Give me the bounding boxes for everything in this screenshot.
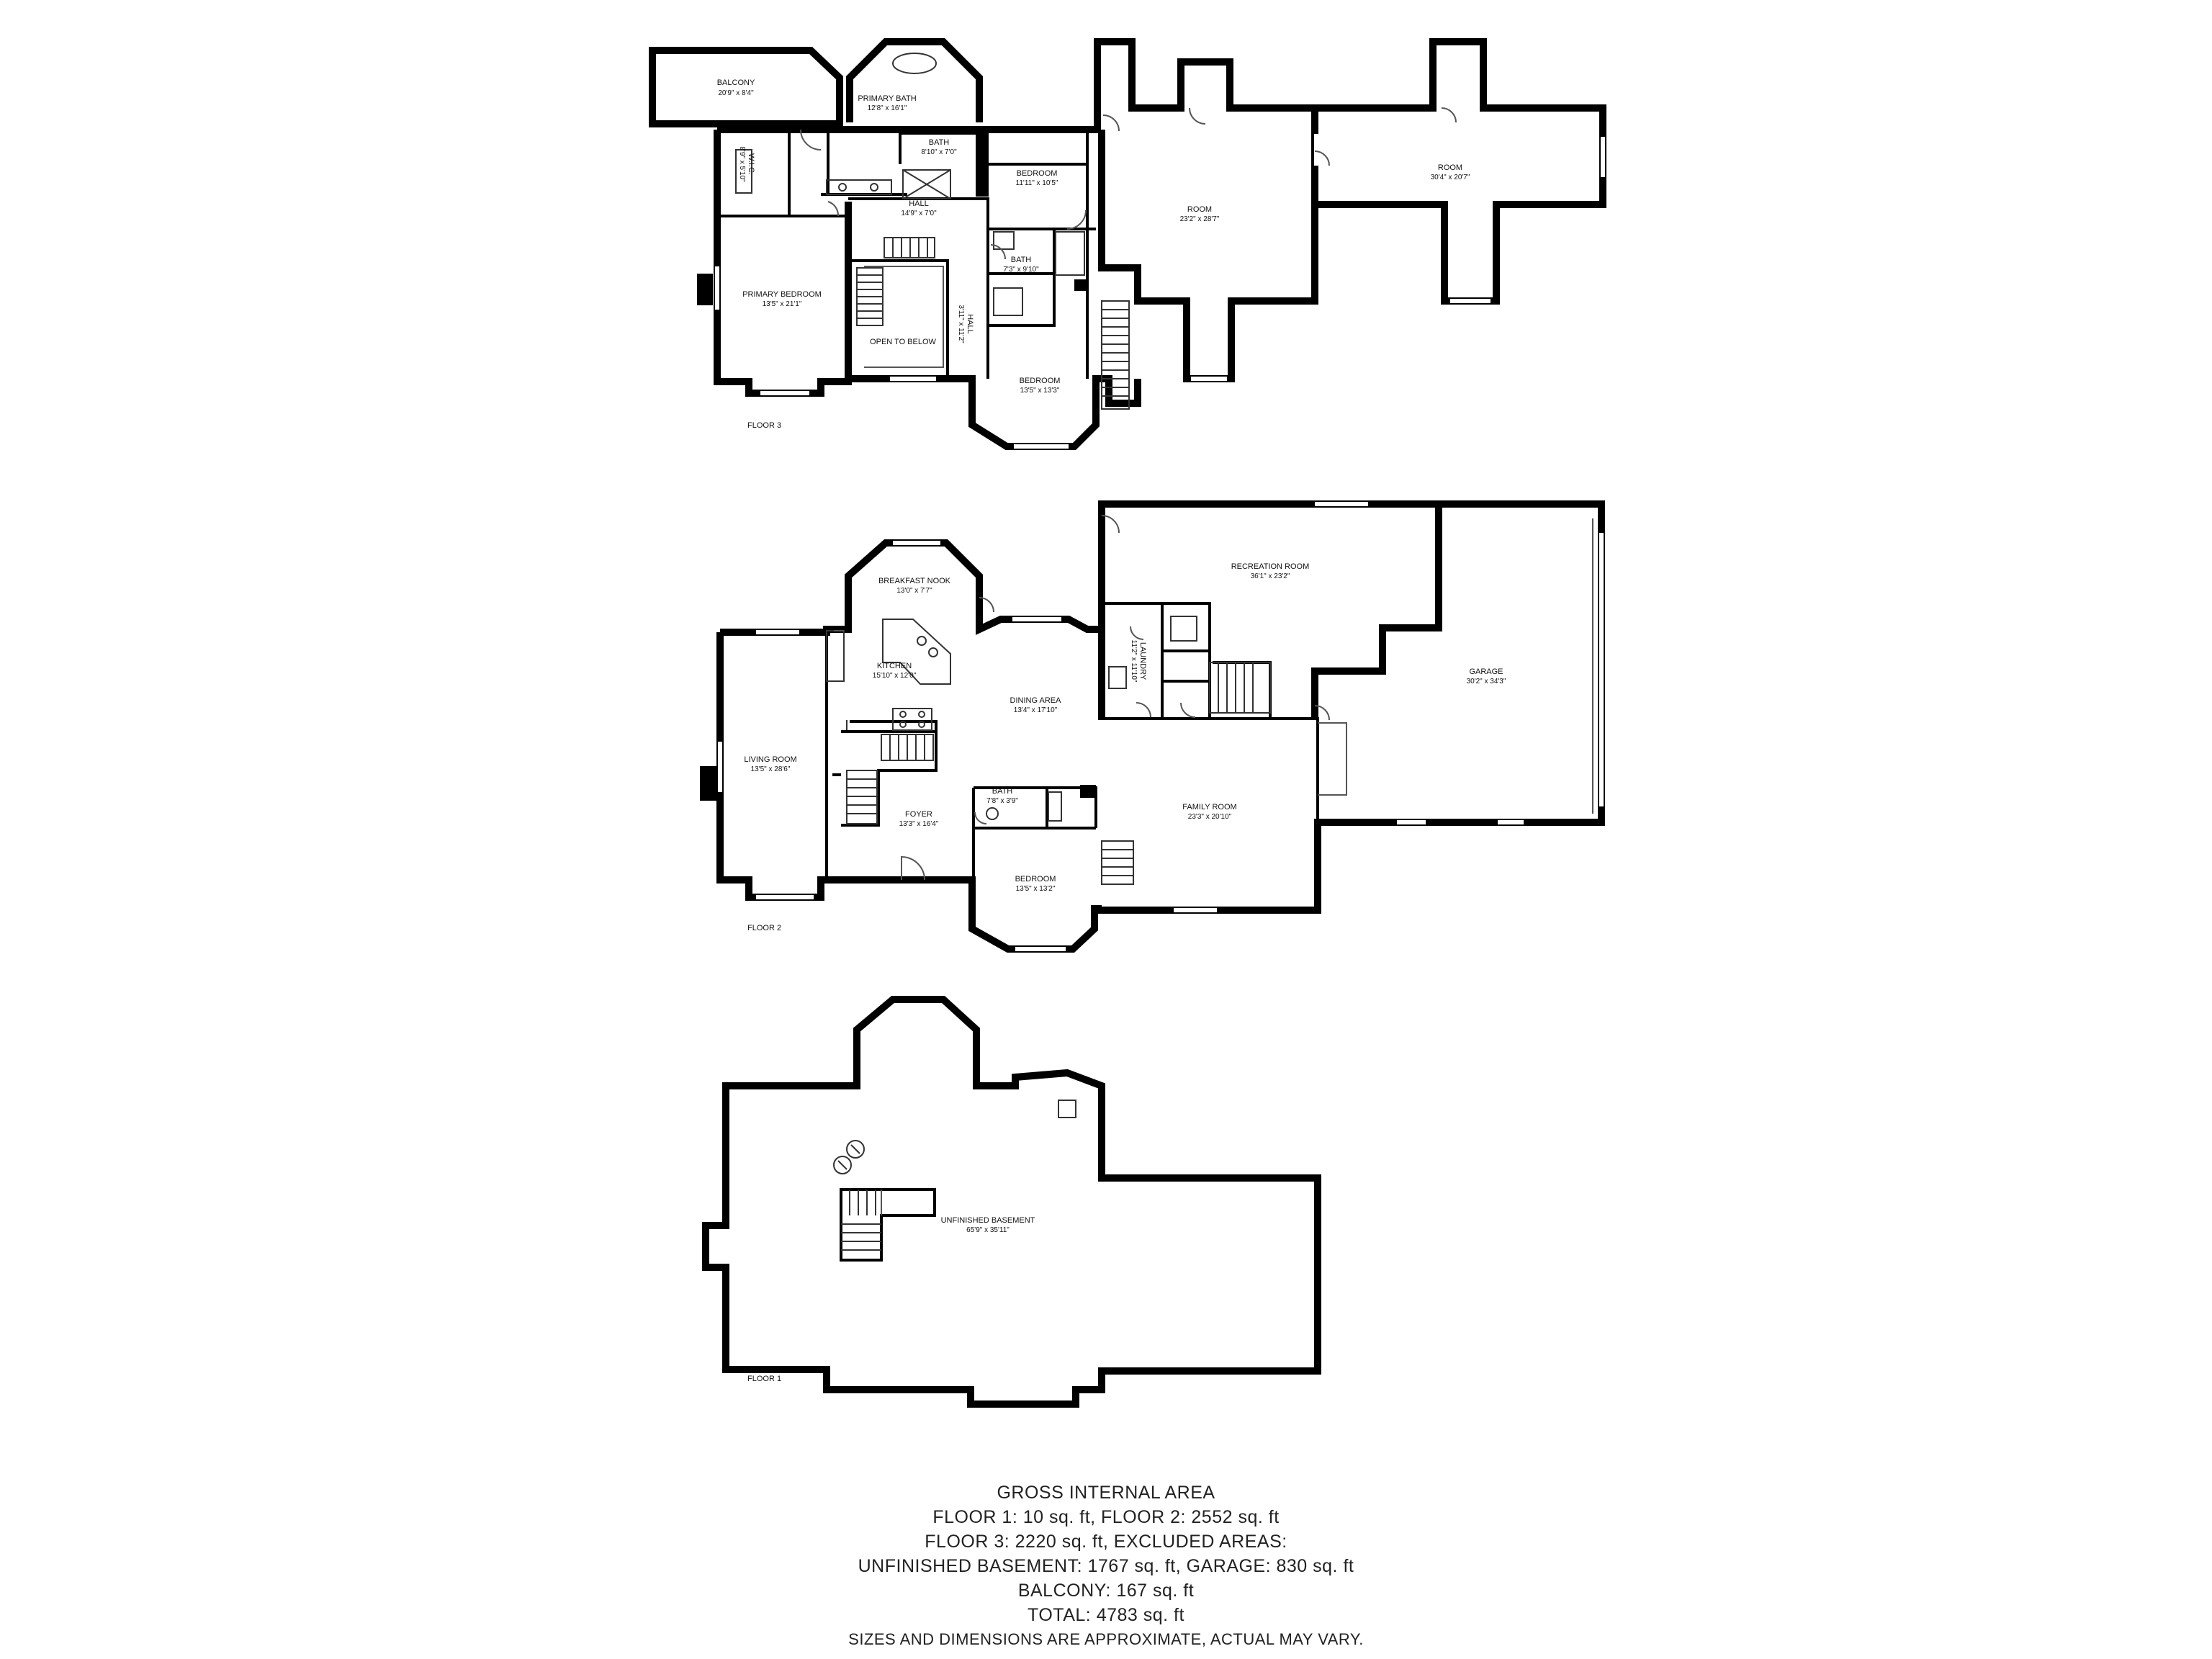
family-room-dim: 23'3" x 20'10"	[1188, 813, 1232, 821]
garage-dim: 30'2" x 34'3"	[1467, 678, 1506, 685]
floor-3-plan: BALCONY 20'9" x 8'4" W.I.C. 8'9" x 5'10"…	[649, 38, 1606, 450]
primary-bedroom-dim: 13'5" x 21'1"	[763, 300, 802, 308]
floor-2-label: FLOOR 2	[747, 924, 781, 932]
bedroom-a-dim: 11'11" x 10'5"	[1016, 179, 1058, 187]
wic-name: W.I.C.	[747, 153, 755, 175]
bath-f2-name: BATH	[992, 787, 1013, 796]
disclaimer-note: SIZES AND DIMENSIONS ARE APPROXIMATE, AC…	[848, 1630, 1364, 1648]
foyer-name: FOYER	[905, 810, 932, 819]
garage-name: GARAGE	[1469, 667, 1503, 676]
open-to-below-name: OPEN TO BELOW	[870, 338, 937, 346]
bath-a-dim: 8'10" x 7'0"	[921, 148, 957, 156]
breakfast-nook-name: BREAKFAST NOOK	[878, 577, 951, 585]
laundry-name: LAUNDRY	[1138, 642, 1147, 680]
area-total: TOTAL: 4783 sq. ft	[1028, 1605, 1184, 1625]
bath-b-name: BATH	[1011, 256, 1032, 264]
primary-bedroom-name: PRIMARY BEDROOM	[742, 290, 822, 299]
kitchen-dim: 15'10" x 12'0"	[873, 672, 917, 680]
breakfast-nook-dim: 13'0" x 7'7"	[896, 587, 932, 595]
bedroom-a-name: BEDROOM	[1017, 169, 1058, 178]
bath-f2-dim: 7'8" x 3'9"	[986, 797, 1018, 805]
bath-b-dim: 7'3" x 9'10"	[1003, 266, 1039, 274]
unfinished-basement-dim: 65'9" x 35'11"	[966, 1226, 1010, 1234]
area-line-3: UNFINISHED BASEMENT: 1767 sq. ft, GARAGE…	[858, 1556, 1354, 1576]
laundry-dim: 11'2" x 11'10"	[1130, 640, 1138, 683]
wic-dim: 8'9" x 5'10"	[738, 146, 746, 182]
room-b-dim: 30'4" x 20'7"	[1431, 174, 1470, 181]
room-b-name: ROOM	[1438, 163, 1462, 172]
gross-internal-area-summary: GROSS INTERNAL AREA FLOOR 1: 10 sq. ft, …	[0, 1480, 2212, 1652]
bedroom-f2-name: BEDROOM	[1015, 875, 1056, 884]
hall-b-dim: 3'11" x 11'2"	[957, 305, 965, 343]
floor-1-label: FLOOR 1	[747, 1375, 781, 1383]
hall-b-name: HALL	[966, 314, 974, 334]
recreation-room-dim: 36'1" x 23'2"	[1251, 572, 1290, 580]
dining-area-dim: 13'4" x 17'10"	[1014, 706, 1058, 714]
recreation-room-name: RECREATION ROOM	[1231, 562, 1310, 571]
area-line-1: FLOOR 1: 10 sq. ft, FLOOR 2: 2552 sq. ft	[932, 1507, 1280, 1527]
primary-bath-name: PRIMARY BATH	[858, 94, 916, 103]
bedroom-b-dim: 13'5" x 13'3"	[1020, 387, 1060, 395]
living-room-name: LIVING ROOM	[744, 755, 796, 764]
kitchen-name: KITCHEN	[877, 662, 912, 670]
unfinished-basement-name: UNFINISHED BASEMENT	[941, 1216, 1035, 1225]
bedroom-b-name: BEDROOM	[1020, 377, 1061, 385]
family-room-name: FAMILY ROOM	[1182, 803, 1236, 811]
hall-a-name: HALL	[909, 199, 929, 208]
primary-bath-dim: 12'8" x 16'1"	[868, 104, 907, 112]
area-title: GROSS INTERNAL AREA	[997, 1483, 1215, 1503]
area-line-2: FLOOR 3: 2220 sq. ft, EXCLUDED AREAS:	[925, 1532, 1287, 1552]
living-room-dim: 13'5" x 28'6"	[751, 765, 791, 773]
floor-1-plan: UNFINISHED BASEMENT 65'9" x 35'11" FLOOR…	[702, 996, 1321, 1408]
area-line-4: BALCONY: 167 sq. ft	[1017, 1581, 1195, 1601]
balcony-dim: 20'9" x 8'4"	[718, 89, 754, 97]
room-a-dim: 23'2" x 28'7"	[1180, 215, 1220, 223]
dining-area-name: DINING AREA	[1010, 696, 1062, 705]
bedroom-f2-dim: 13'5" x 13'2"	[1016, 885, 1056, 893]
room-a-name: ROOM	[1187, 205, 1212, 214]
balcony-name: BALCONY	[717, 78, 755, 87]
hall-a-dim: 14'9" x 7'0"	[901, 210, 937, 217]
bath-a-name: BATH	[929, 138, 950, 147]
floor-3-label: FLOOR 3	[747, 421, 781, 430]
foyer-dim: 13'3" x 16'4"	[899, 820, 939, 828]
floor-2-plan: BREAKFAST NOOK 13'0" x 7'7" RECREATION R…	[700, 500, 1605, 953]
